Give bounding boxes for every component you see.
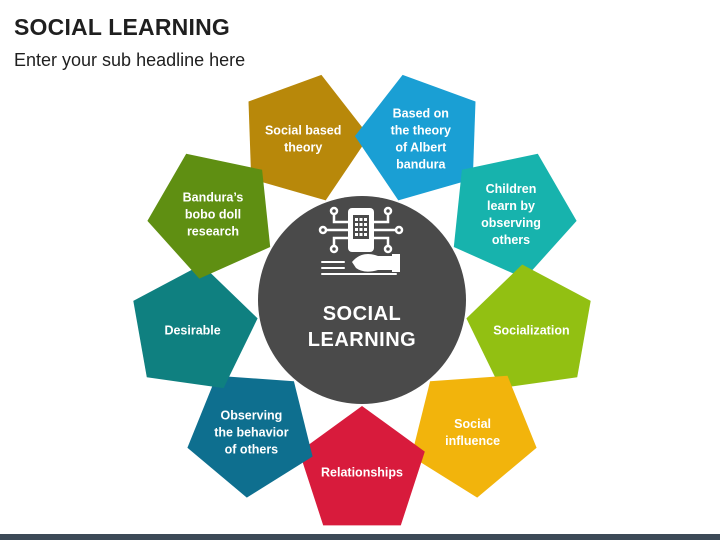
segment-6-label-line-1: Relationships (321, 466, 403, 480)
segment-5-label-line-2: influence (445, 434, 500, 448)
segment-2-label-line-3: of Albert (395, 140, 447, 154)
center-circle (258, 196, 466, 404)
segment-9-label-line-1: Bandura’s (183, 191, 244, 205)
segment-2: Based on the theory of Albert bandura (354, 74, 476, 201)
segment-7-label-line-1: Observing (220, 408, 282, 422)
segment-8-label-line-1: Desirable (164, 323, 220, 337)
segment-7-pentagon (187, 375, 313, 498)
segment-6: Relationships (299, 406, 425, 526)
segment-4-pentagon (466, 264, 591, 389)
bottom-bar (0, 534, 720, 540)
segment-9-label-line-3: research (187, 225, 239, 239)
segment-5: Social influence (411, 375, 537, 498)
segment-7: Observing the behavior of others (187, 375, 313, 498)
segment-4: Socialization (466, 264, 591, 389)
center-label-line-2: LEARNING (308, 329, 416, 351)
center-hub: SOCIAL LEARNING (258, 196, 466, 404)
segment-2-pentagon (354, 74, 476, 201)
segment-2-label-line-4: bandura (396, 157, 446, 171)
segment-1-pentagon (248, 74, 370, 201)
hand-phone-network-icon (318, 206, 404, 275)
segment-3-label-line-4: others (492, 233, 530, 247)
segment-7-label-line-3: of others (225, 442, 279, 456)
segment-2-label-line-2: the theory (391, 123, 451, 137)
segment-5-label-line-1: Social (454, 417, 491, 431)
segment-3-pentagon (453, 153, 577, 279)
segment-3: Children learn by observing others (453, 153, 577, 279)
segment-1-label-line-2: theory (284, 140, 322, 154)
segment-9-label-line-2: bobo doll (185, 208, 241, 222)
center-label-line-1: SOCIAL (323, 303, 402, 325)
segment-7-label-line-2: the behavior (214, 425, 288, 439)
segment-6-pentagon (299, 406, 425, 526)
segment-8-pentagon (133, 264, 258, 389)
segment-9-pentagon (147, 153, 271, 279)
segment-8: Desirable (133, 264, 258, 389)
segment-1-label-line-1: Social based (265, 123, 341, 137)
segment-3-label-line-3: observing (481, 216, 541, 230)
page-title: SOCIAL LEARNING (14, 14, 230, 40)
segment-5-pentagon (411, 375, 537, 498)
segment-9: Bandura’s bobo doll research (147, 153, 271, 279)
segment-4-label-line-1: Socialization (493, 323, 569, 337)
segment-3-label-line-2: learn by (487, 199, 535, 213)
segment-2-label-line-1: Based on (393, 106, 449, 120)
segment-3-label-line-1: Children (486, 182, 537, 196)
page-subtitle: Enter your sub headline here (14, 50, 246, 70)
segment-1: Social based theory (248, 74, 370, 201)
